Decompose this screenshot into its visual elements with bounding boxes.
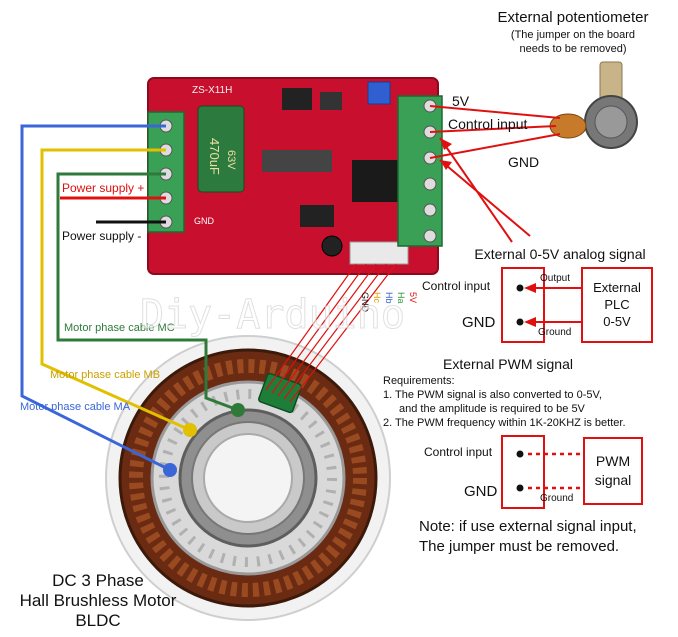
wire-mc [56, 172, 239, 412]
pwm-ground-label: Ground [540, 493, 573, 504]
pwm-req-1b: and the amplitude is required to be 5V [399, 403, 586, 415]
pwm-title: External PWM signal [443, 356, 573, 372]
power-minus-label: Power supply - [62, 229, 141, 243]
analog-ext-line3: 0-5V [603, 314, 631, 329]
hall-label-5v: 5V [408, 292, 418, 303]
power-plus-label: Power supply + [62, 181, 144, 195]
cable-mb-label: Motor phase cable MB [50, 369, 160, 381]
hall-wires [265, 263, 397, 403]
motor-caption-2: Hall Brushless Motor [20, 591, 177, 610]
pot-note-1: (The jumper on the board [511, 29, 635, 41]
hall-label-ha: Ha [396, 292, 406, 304]
analog-ext-line2: PLC [604, 297, 629, 312]
controller-board [147, 77, 443, 275]
terminal-control-label: Control input [448, 116, 527, 132]
pwm-gnd-label: GND [464, 483, 498, 500]
pwm-control-label: Control input [424, 445, 493, 459]
cable-ma-label: Motor phase cable MA [20, 401, 131, 413]
terminal-gnd-label: GND [508, 154, 539, 170]
pwm-req: Requirements: [383, 375, 455, 387]
cable-mc-label: Motor phase cable MC [64, 322, 175, 334]
pot-title: External potentiometer [498, 9, 649, 26]
analog-gnd-label: GND [462, 314, 496, 331]
pwm-terminal-box [501, 435, 545, 509]
hall-label-hc: Hc [372, 292, 382, 303]
board-gnd-marking: GND [194, 216, 215, 226]
wire-ma [20, 124, 171, 472]
pot-note-2: needs to be removed) [519, 43, 626, 55]
wire-mb [40, 148, 191, 432]
hall-label-hb: Hb [384, 292, 394, 304]
cap-voltage: 63V [225, 150, 237, 170]
terminal-5v-label: 5V [452, 93, 470, 109]
pwm-signal-box [583, 437, 643, 505]
pwm-box-line1: PWM [596, 453, 630, 469]
pwm-req-1: 1. The PWM signal is also converted to 0… [383, 389, 602, 401]
watermark: Diy-Arduino [140, 292, 405, 338]
board-model: ZS-X11H [192, 85, 232, 96]
analog-ground-label: Ground [538, 327, 571, 338]
motor-caption-3: BLDC [75, 611, 120, 630]
hall-label-gnd: GND [360, 292, 370, 313]
note-line1: Note: if use external signal input, [419, 518, 637, 535]
analog-ext-line1: External [593, 280, 641, 295]
pwm-req-2: 2. The PWM frequency within 1K-20KHZ is … [383, 417, 626, 429]
note-line2: The jumper must be removed. [419, 538, 619, 555]
analog-output-label: Output [540, 273, 570, 284]
analog-control-label: Control input [422, 279, 491, 293]
analog-plc-box [581, 267, 653, 343]
cap-value: 470uF [207, 138, 222, 175]
analog-title: External 0-5V analog signal [474, 246, 645, 262]
potentiometer-icon [549, 61, 638, 149]
analog-terminal-box [501, 267, 545, 343]
pwm-box-line2: signal [595, 472, 632, 488]
bldc-motor [105, 335, 391, 621]
motor-caption-1: DC 3 Phase [52, 571, 144, 590]
